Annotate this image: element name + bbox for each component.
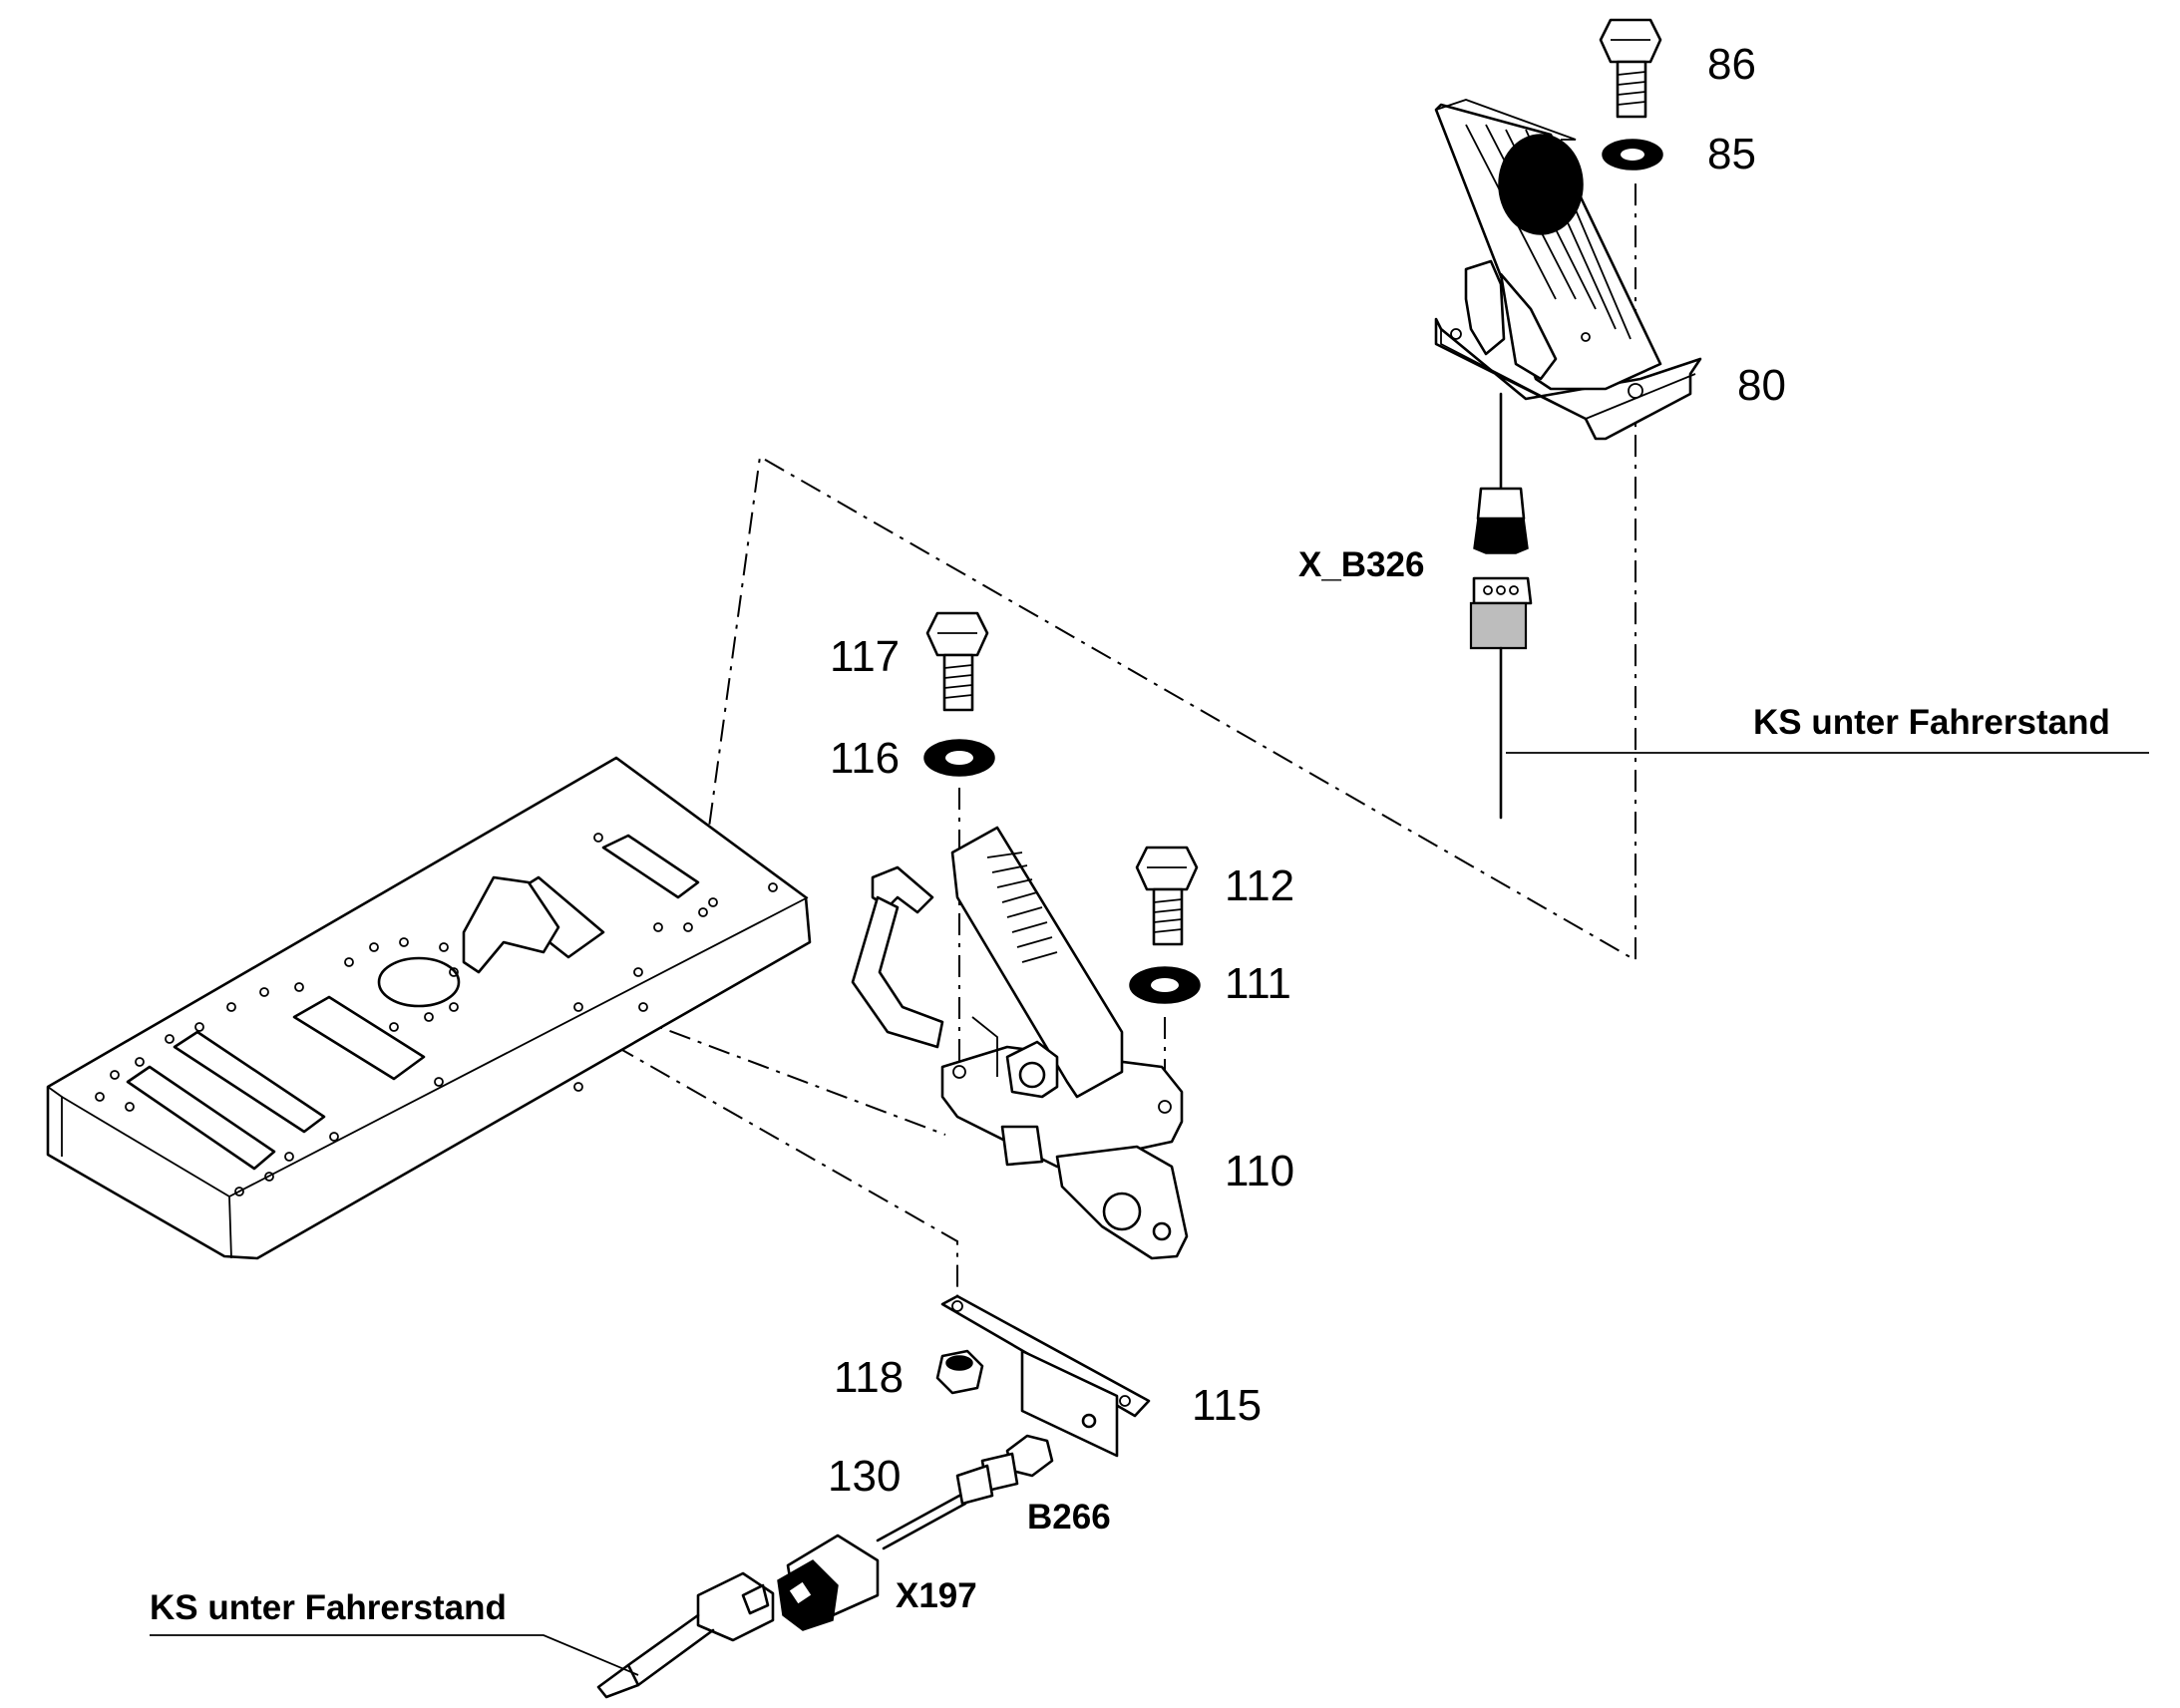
floor-plate xyxy=(46,756,812,1260)
label-ks-unter-fahrerstand-right: KS unter Fahrerstand xyxy=(1753,703,2110,742)
bolt-112 xyxy=(1135,846,1199,946)
part-number-111: 111 xyxy=(1225,959,1291,1008)
part-number-85: 85 xyxy=(1707,130,1756,178)
washer-111 xyxy=(1129,966,1201,1004)
washer-116 xyxy=(923,739,995,777)
nut-118 xyxy=(935,1349,984,1395)
label-ks-unter-fahrerstand-left: KS unter Fahrerstand xyxy=(150,1588,507,1627)
pedal-110 xyxy=(851,826,1189,1260)
bolt-86 xyxy=(1599,18,1662,119)
bolt-117 xyxy=(925,611,989,712)
component-labels: X_B326 B266 X197 KS unter Fahrerstand KS… xyxy=(150,545,2110,1627)
part-number-118: 118 xyxy=(834,1353,904,1402)
part-number-117: 117 xyxy=(830,632,900,681)
cable-130 xyxy=(876,1494,967,1550)
part-number-116: 116 xyxy=(830,734,900,783)
connector-x197 xyxy=(596,1534,880,1699)
label-x197: X197 xyxy=(896,1576,977,1615)
part-number-110: 110 xyxy=(1225,1147,1294,1196)
part-number-112: 112 xyxy=(1225,861,1294,910)
part-number-86: 86 xyxy=(1707,40,1756,89)
label-x-b326: X_B326 xyxy=(1298,545,1424,584)
part-number-80: 80 xyxy=(1737,361,1786,410)
sensor-b266 xyxy=(955,1434,1054,1506)
leader-lines xyxy=(150,752,2149,1676)
pedal-80 xyxy=(1434,99,1702,820)
bracket-115 xyxy=(940,1294,1151,1458)
label-b266: B266 xyxy=(1027,1498,1111,1537)
part-number-115: 115 xyxy=(1192,1381,1262,1430)
part-number-labels: 86 85 80 117 116 112 111 110 118 115 130 xyxy=(828,40,1786,1501)
part-number-130: 130 xyxy=(828,1452,901,1501)
washer-85 xyxy=(1602,139,1663,171)
